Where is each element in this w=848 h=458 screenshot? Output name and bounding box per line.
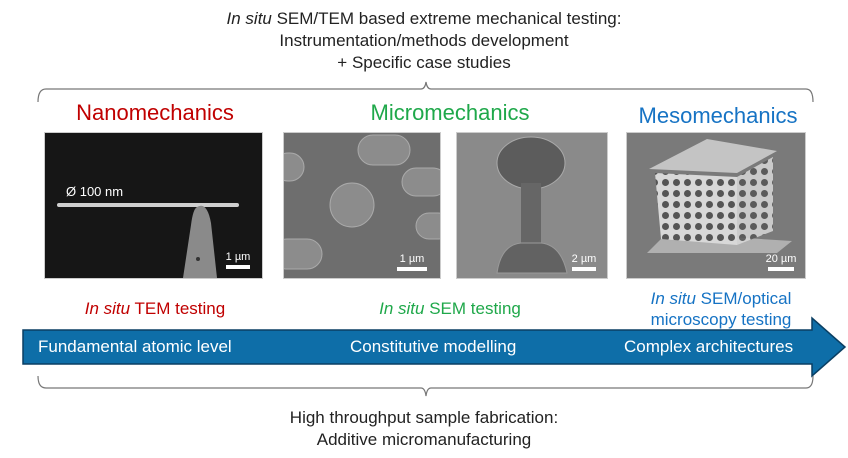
sem-image-flower-pillar: 2 µm	[456, 132, 608, 279]
scale-bar: 20 µm	[763, 253, 799, 271]
scale-bar: 1 µm	[394, 253, 430, 271]
bottom-brace	[37, 375, 814, 397]
scale-bar: 2 µm	[568, 253, 600, 271]
heading-micromechanics: Micromechanics	[370, 100, 530, 125]
arrow-label-atomic: Fundamental atomic level	[38, 337, 232, 356]
sem-image-pillars: 1 µm	[283, 132, 441, 279]
top-brace	[37, 81, 814, 103]
heading-mesomechanics: Mesomechanics	[638, 103, 798, 128]
top-caption: In situ SEM/TEM based extreme mechanical…	[226, 9, 622, 72]
method-optical: In situ SEM/optical microscopy testing	[650, 289, 792, 329]
sem-image-nanowire: Ø 100 nm 1 µm	[44, 132, 263, 279]
heading-nanomechanics: Nanomechanics	[76, 100, 234, 125]
method-sem: In situ SEM testing	[379, 299, 521, 318]
arrow-label-constitutive: Constitutive modelling	[350, 337, 517, 356]
sem-image-lattice: 20 µm	[626, 132, 806, 279]
top-caption-italic: In situ	[226, 9, 272, 28]
bottom-caption: High throughput sample fabrication: Addi…	[289, 408, 559, 449]
method-tem: In situ TEM testing	[84, 299, 226, 318]
arrow-label-architectures: Complex architectures	[624, 337, 794, 356]
scale-bar: 1 µm	[223, 251, 253, 269]
diameter-annotation: Ø 100 nm	[66, 184, 124, 199]
scale-arrow	[22, 316, 847, 378]
